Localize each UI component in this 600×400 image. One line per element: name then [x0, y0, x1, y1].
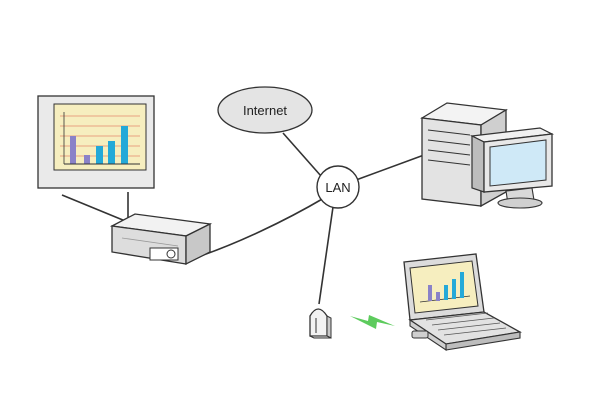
line-screen-to-projector-a — [61, 194, 131, 224]
hub-label: LAN — [325, 180, 350, 195]
laptop-icon — [403, 253, 522, 352]
line-lan-to-desktop — [355, 154, 425, 181]
cloud-label: Internet — [243, 103, 287, 118]
projection-screen-icon — [37, 95, 155, 189]
cloud-icon: Internet — [217, 86, 313, 134]
projector-icon — [109, 213, 213, 266]
line-lan-to-access-point — [318, 206, 334, 305]
hub-icon: LAN — [316, 165, 360, 209]
line-lan-to-internet — [282, 132, 322, 177]
access-point-icon — [309, 308, 332, 339]
wireless-signal-icon — [350, 315, 395, 329]
desktop-computer-icon — [420, 102, 555, 209]
connection-lines — [61, 132, 425, 305]
